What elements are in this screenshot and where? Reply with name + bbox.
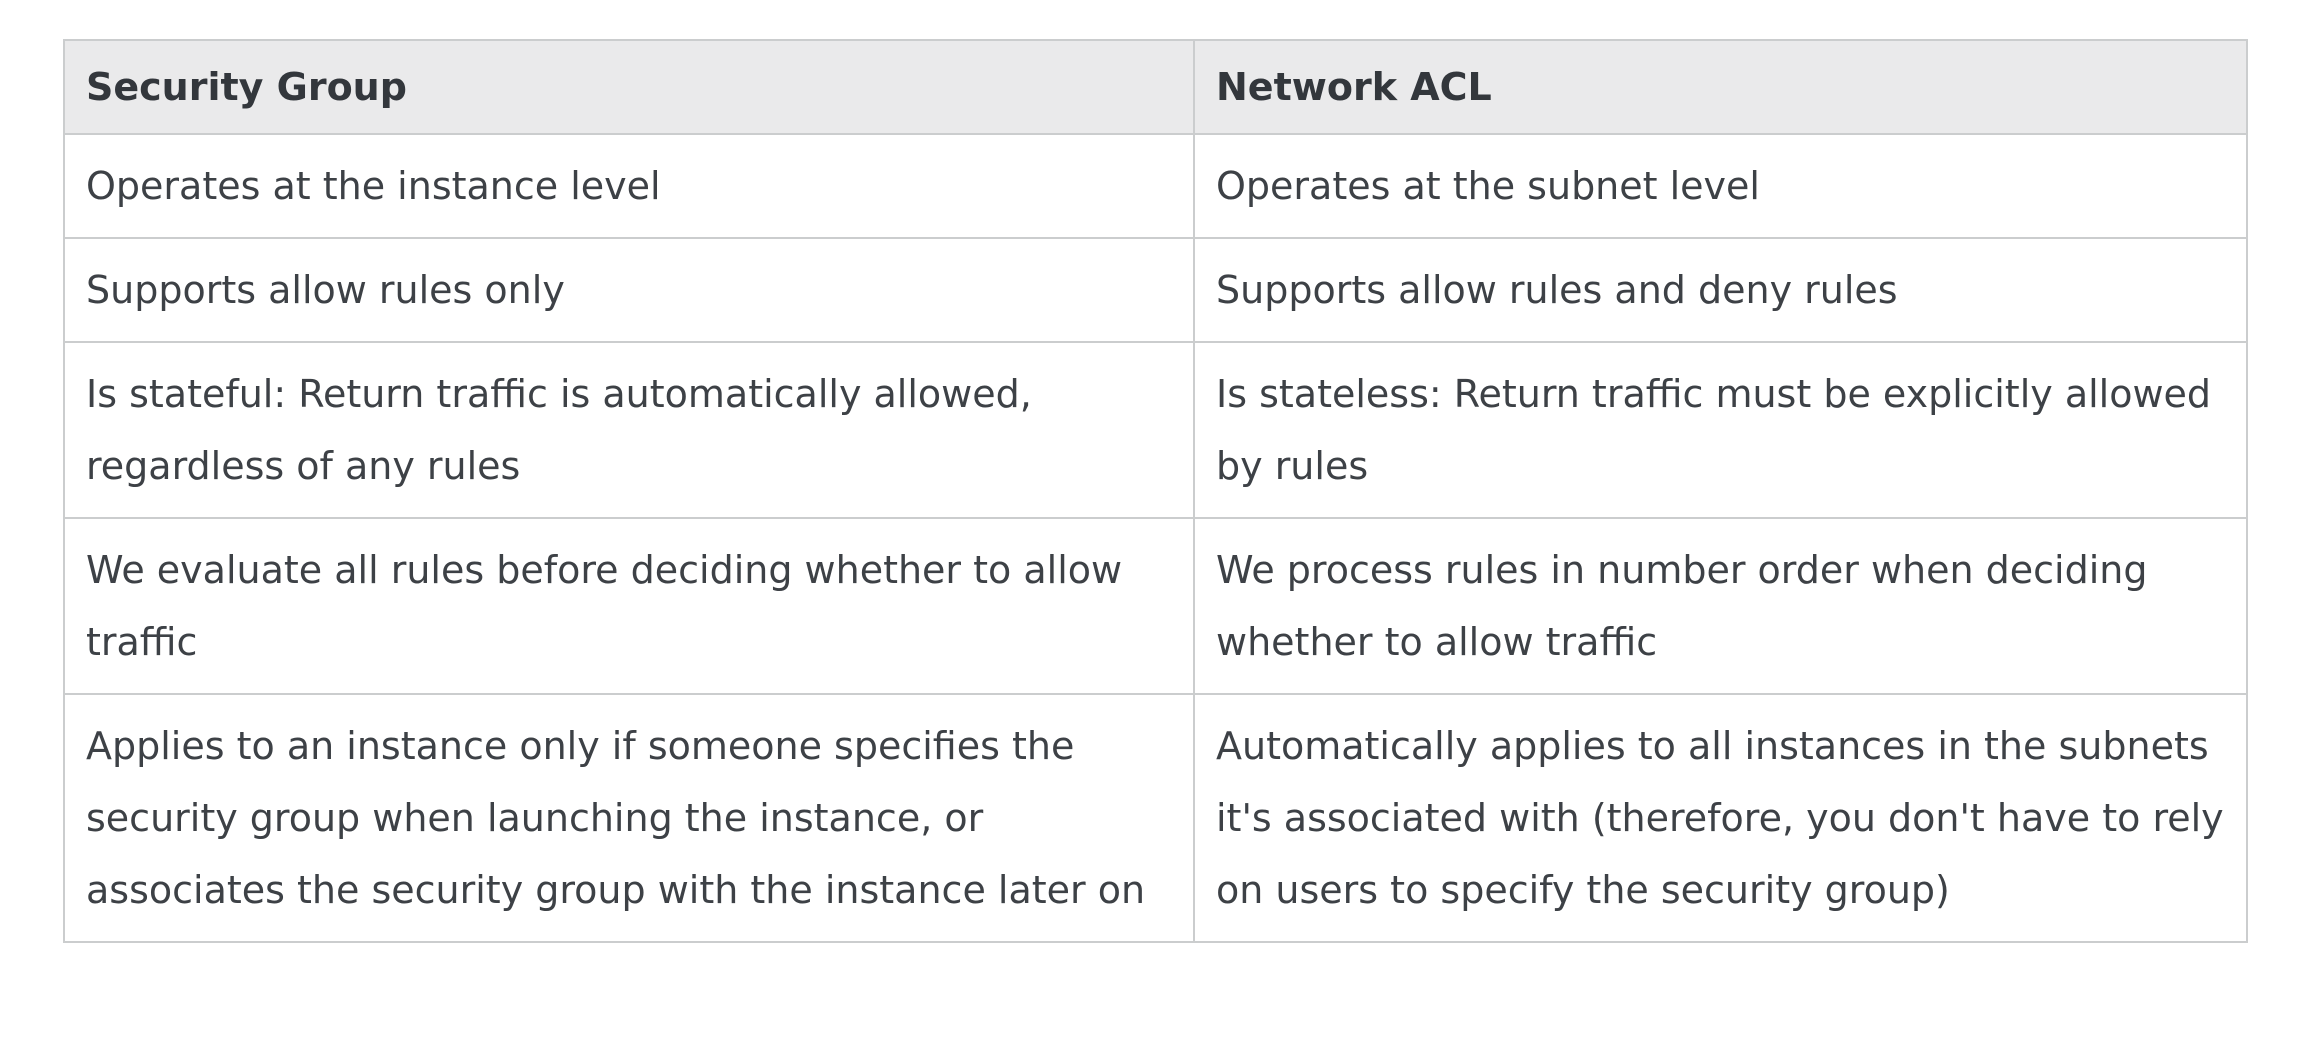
table-row: Applies to an instance only if someone s…	[63, 693, 2248, 943]
table-row: Operates at the instance level Operates …	[63, 133, 2248, 239]
table-cell: Operates at the subnet level	[1193, 133, 2248, 239]
table-cell: Automatically applies to all instances i…	[1193, 693, 2248, 943]
column-header-security-group: Security Group	[63, 39, 1195, 135]
comparison-table: Security Group Network ACL Operates at t…	[63, 39, 2248, 943]
table-cell: Operates at the instance level	[63, 133, 1195, 239]
table-cell: Is stateless: Return traffic must be exp…	[1193, 341, 2248, 519]
table-row: Is stateful: Return traffic is automatic…	[63, 341, 2248, 519]
document-page: Security Group Network ACL Operates at t…	[63, 39, 2248, 943]
column-header-network-acl: Network ACL	[1193, 39, 2248, 135]
table-row: Supports allow rules only Supports allow…	[63, 237, 2248, 343]
table-cell: Applies to an instance only if someone s…	[63, 693, 1195, 943]
header-row: Security Group Network ACL	[63, 39, 2248, 135]
table-cell: Supports allow rules and deny rules	[1193, 237, 2248, 343]
table-cell: We evaluate all rules before deciding wh…	[63, 517, 1195, 695]
table-cell: Is stateful: Return traffic is automatic…	[63, 341, 1195, 519]
table-row: We evaluate all rules before deciding wh…	[63, 517, 2248, 695]
table-cell: Supports allow rules only	[63, 237, 1195, 343]
table-cell: We process rules in number order when de…	[1193, 517, 2248, 695]
